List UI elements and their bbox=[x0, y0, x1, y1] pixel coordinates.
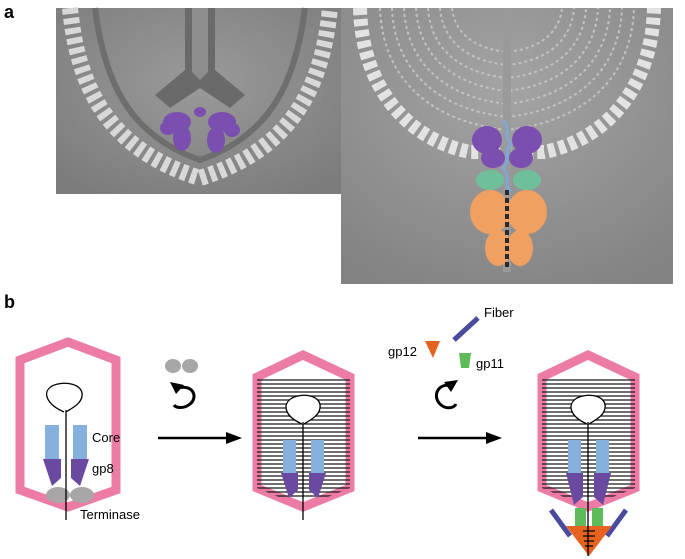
density-purple-right bbox=[472, 126, 542, 168]
gp12-protein bbox=[425, 341, 440, 358]
density-orange bbox=[470, 190, 547, 266]
packaged-dna-lines bbox=[257, 379, 350, 497]
gp8-right bbox=[71, 459, 89, 486]
micrograph-right bbox=[341, 7, 673, 284]
assembly-curved-arrow-icon bbox=[435, 383, 458, 410]
fiber-left bbox=[548, 508, 573, 538]
fiber-right bbox=[604, 508, 629, 538]
step-arrow-1 bbox=[158, 359, 242, 444]
release-curved-arrow-icon bbox=[172, 385, 196, 409]
density-purple-left bbox=[160, 107, 240, 153]
label-gp8: gp8 bbox=[92, 461, 114, 476]
density-green bbox=[476, 170, 541, 190]
arrow-head-icon bbox=[226, 432, 242, 444]
core-right bbox=[73, 425, 87, 459]
label-core: Core bbox=[92, 430, 120, 445]
stage-procapsid bbox=[15, 337, 121, 520]
terminase-right bbox=[70, 487, 94, 503]
capsid-hexagon bbox=[15, 337, 121, 512]
label-gp11: gp11 bbox=[476, 356, 504, 371]
dna-loop bbox=[46, 382, 83, 413]
micrograph-left bbox=[56, 7, 341, 194]
terminase-released-left bbox=[165, 359, 181, 373]
gp11-protein bbox=[459, 353, 471, 368]
panel-b-label: b bbox=[4, 292, 15, 312]
terminase-released-right bbox=[182, 359, 198, 373]
stage-filled bbox=[252, 350, 355, 520]
terminase-left bbox=[46, 487, 70, 503]
panel-a-label: a bbox=[4, 2, 15, 22]
step-arrow-2 bbox=[418, 316, 502, 444]
core-left bbox=[45, 425, 59, 459]
label-terminase: Terminase bbox=[80, 507, 140, 522]
label-fiber: Fiber bbox=[484, 305, 514, 320]
stage-mature bbox=[537, 350, 640, 556]
arrow-head-icon bbox=[486, 432, 502, 444]
label-gp12: gp12 bbox=[388, 344, 417, 359]
fiber-protein bbox=[452, 316, 480, 342]
gp11-left bbox=[575, 508, 586, 526]
gp8-left bbox=[43, 459, 61, 486]
gp11-right bbox=[592, 508, 603, 526]
